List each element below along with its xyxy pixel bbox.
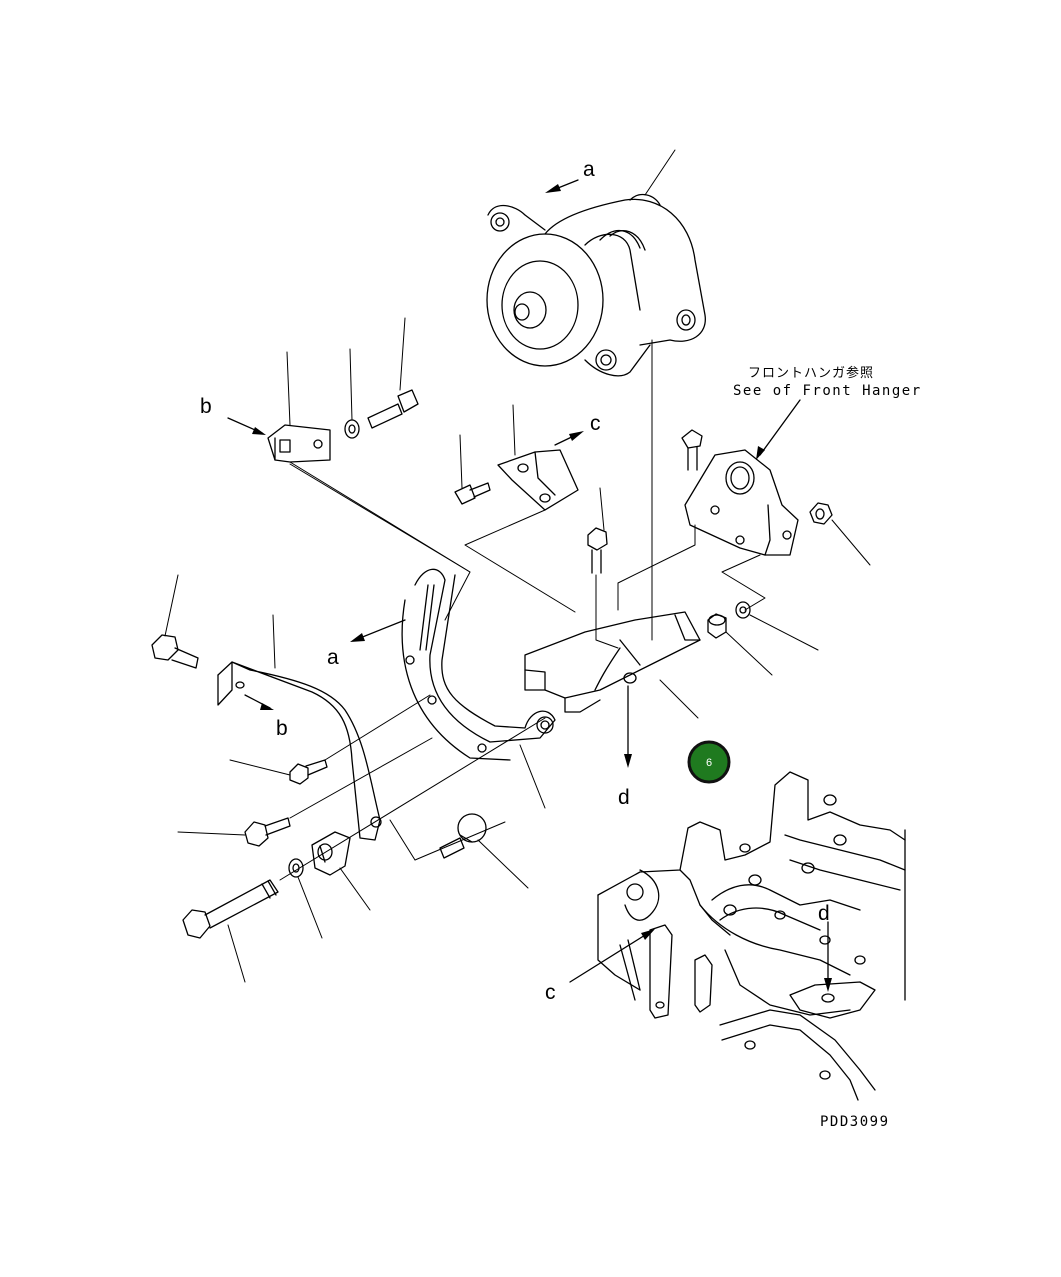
label-a-top: a [583,158,595,181]
bracket-c [464,404,579,613]
arrow-b-top [227,417,266,435]
engine-block [597,771,906,1101]
adjusting-arm [289,463,556,809]
label-d-bottom: d [818,902,830,925]
front-hanger [617,449,799,611]
washer-lower [288,858,323,939]
mount-bracket [524,611,701,719]
washer-top [344,348,360,439]
drawing-id: PDD3099 [820,1114,890,1130]
bracket-b-long [217,614,506,861]
label-d-mid: d [618,786,630,809]
arrow-d-bracket [624,685,632,768]
callout-badge-circle[interactable] [687,740,731,784]
spacer [707,613,773,676]
alternator [486,149,706,641]
label-a-mid: a [327,646,339,669]
arrow-a-mid [350,619,406,642]
bolt-hanger [681,429,703,471]
bolt-upper-left [151,574,199,669]
front-hanger-note: フロントハンガ参照 See of Front Hanger [733,365,922,460]
arrow-a-top [545,179,579,193]
label-c-bottom: c [545,981,556,1004]
bolt-vertical [587,487,619,649]
bracket-b-small [267,351,471,573]
note-english: See of Front Hanger [733,383,922,399]
bolt-lower-1 [229,694,431,785]
bolt-lower-2 [177,737,433,847]
label-b-mid: b [276,717,288,740]
bolt-c [454,434,491,505]
label-c-top: c [590,412,601,435]
arrow-b-mid [244,694,274,710]
bolt-top [367,317,419,429]
callout-badge-number[interactable]: 6 [706,757,712,769]
arrow-c-bottom [569,929,655,983]
washer-right [735,601,819,651]
long-bolt [182,717,546,983]
label-b-top: b [200,395,212,418]
callout-badge[interactable]: 6 [687,740,731,784]
note-japanese: フロントハンガ参照 [748,365,874,381]
arrow-d-bottom [824,921,832,992]
collar [311,831,371,911]
stud-bolt [439,813,529,889]
arrow-c-top [554,431,584,446]
nut-hanger [809,502,871,566]
